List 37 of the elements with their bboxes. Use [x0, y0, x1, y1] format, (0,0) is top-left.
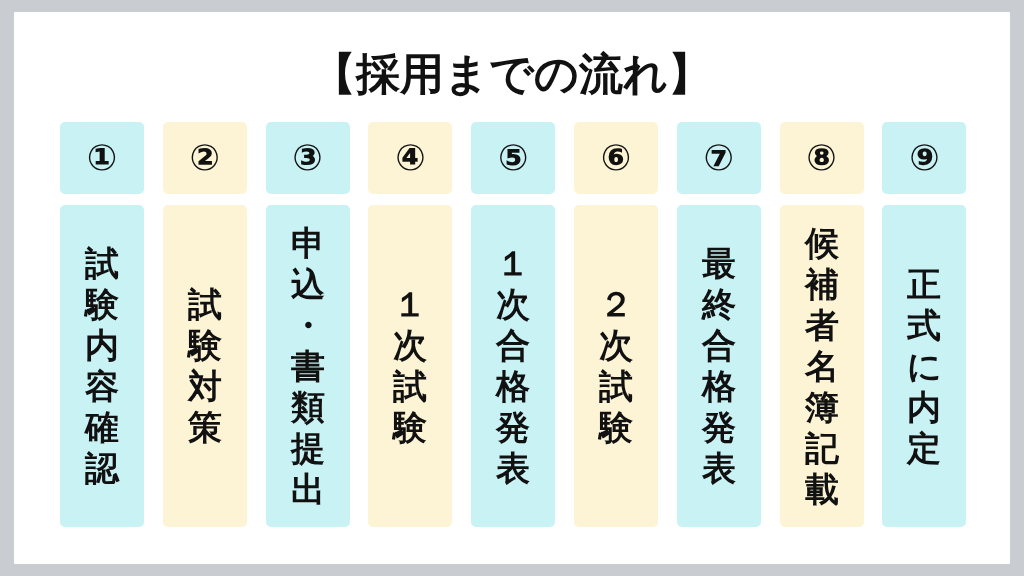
step-label: 正式に内定	[907, 263, 942, 469]
step-box	[779, 205, 864, 527]
step-label: １次合格発表	[496, 243, 531, 489]
step-box	[676, 205, 761, 527]
step-box	[574, 205, 658, 527]
step-number-box	[574, 122, 658, 194]
step-number-box	[162, 122, 247, 194]
step-label: 試験内容確認	[85, 243, 119, 489]
step-number-box	[779, 122, 864, 194]
step-box	[368, 205, 453, 527]
step-number: ⑨	[909, 140, 940, 176]
step-number-box	[265, 122, 350, 194]
step-box	[265, 205, 350, 527]
step-number: ⑤	[497, 140, 529, 176]
step-label: ２次試験	[599, 284, 633, 448]
step-number-box	[60, 122, 144, 194]
step-number-box	[471, 122, 556, 194]
step-box	[471, 205, 556, 527]
title: 【採用までの流れ】	[311, 47, 713, 101]
step-label: １次試験	[393, 284, 428, 448]
step-number: ⑧	[806, 140, 837, 176]
step-number: ⑥	[600, 140, 632, 176]
step-label: 申込・書類提出	[290, 222, 325, 510]
step-box	[60, 205, 144, 527]
step-box	[162, 205, 247, 527]
step-number-box	[368, 122, 453, 194]
step-number: ④	[395, 140, 426, 176]
step-label: 試験対策	[187, 284, 222, 448]
step-number: ⑦	[703, 140, 735, 176]
step-number: ②	[189, 140, 221, 176]
step-box	[882, 205, 967, 527]
step-number-box	[676, 122, 761, 194]
step-label: 候補者名簿記載	[804, 222, 839, 510]
step-number: ③	[292, 140, 323, 176]
step-number: ①	[86, 140, 118, 176]
step-number-box	[882, 122, 967, 194]
step-label: 最終合格発表	[701, 243, 736, 489]
